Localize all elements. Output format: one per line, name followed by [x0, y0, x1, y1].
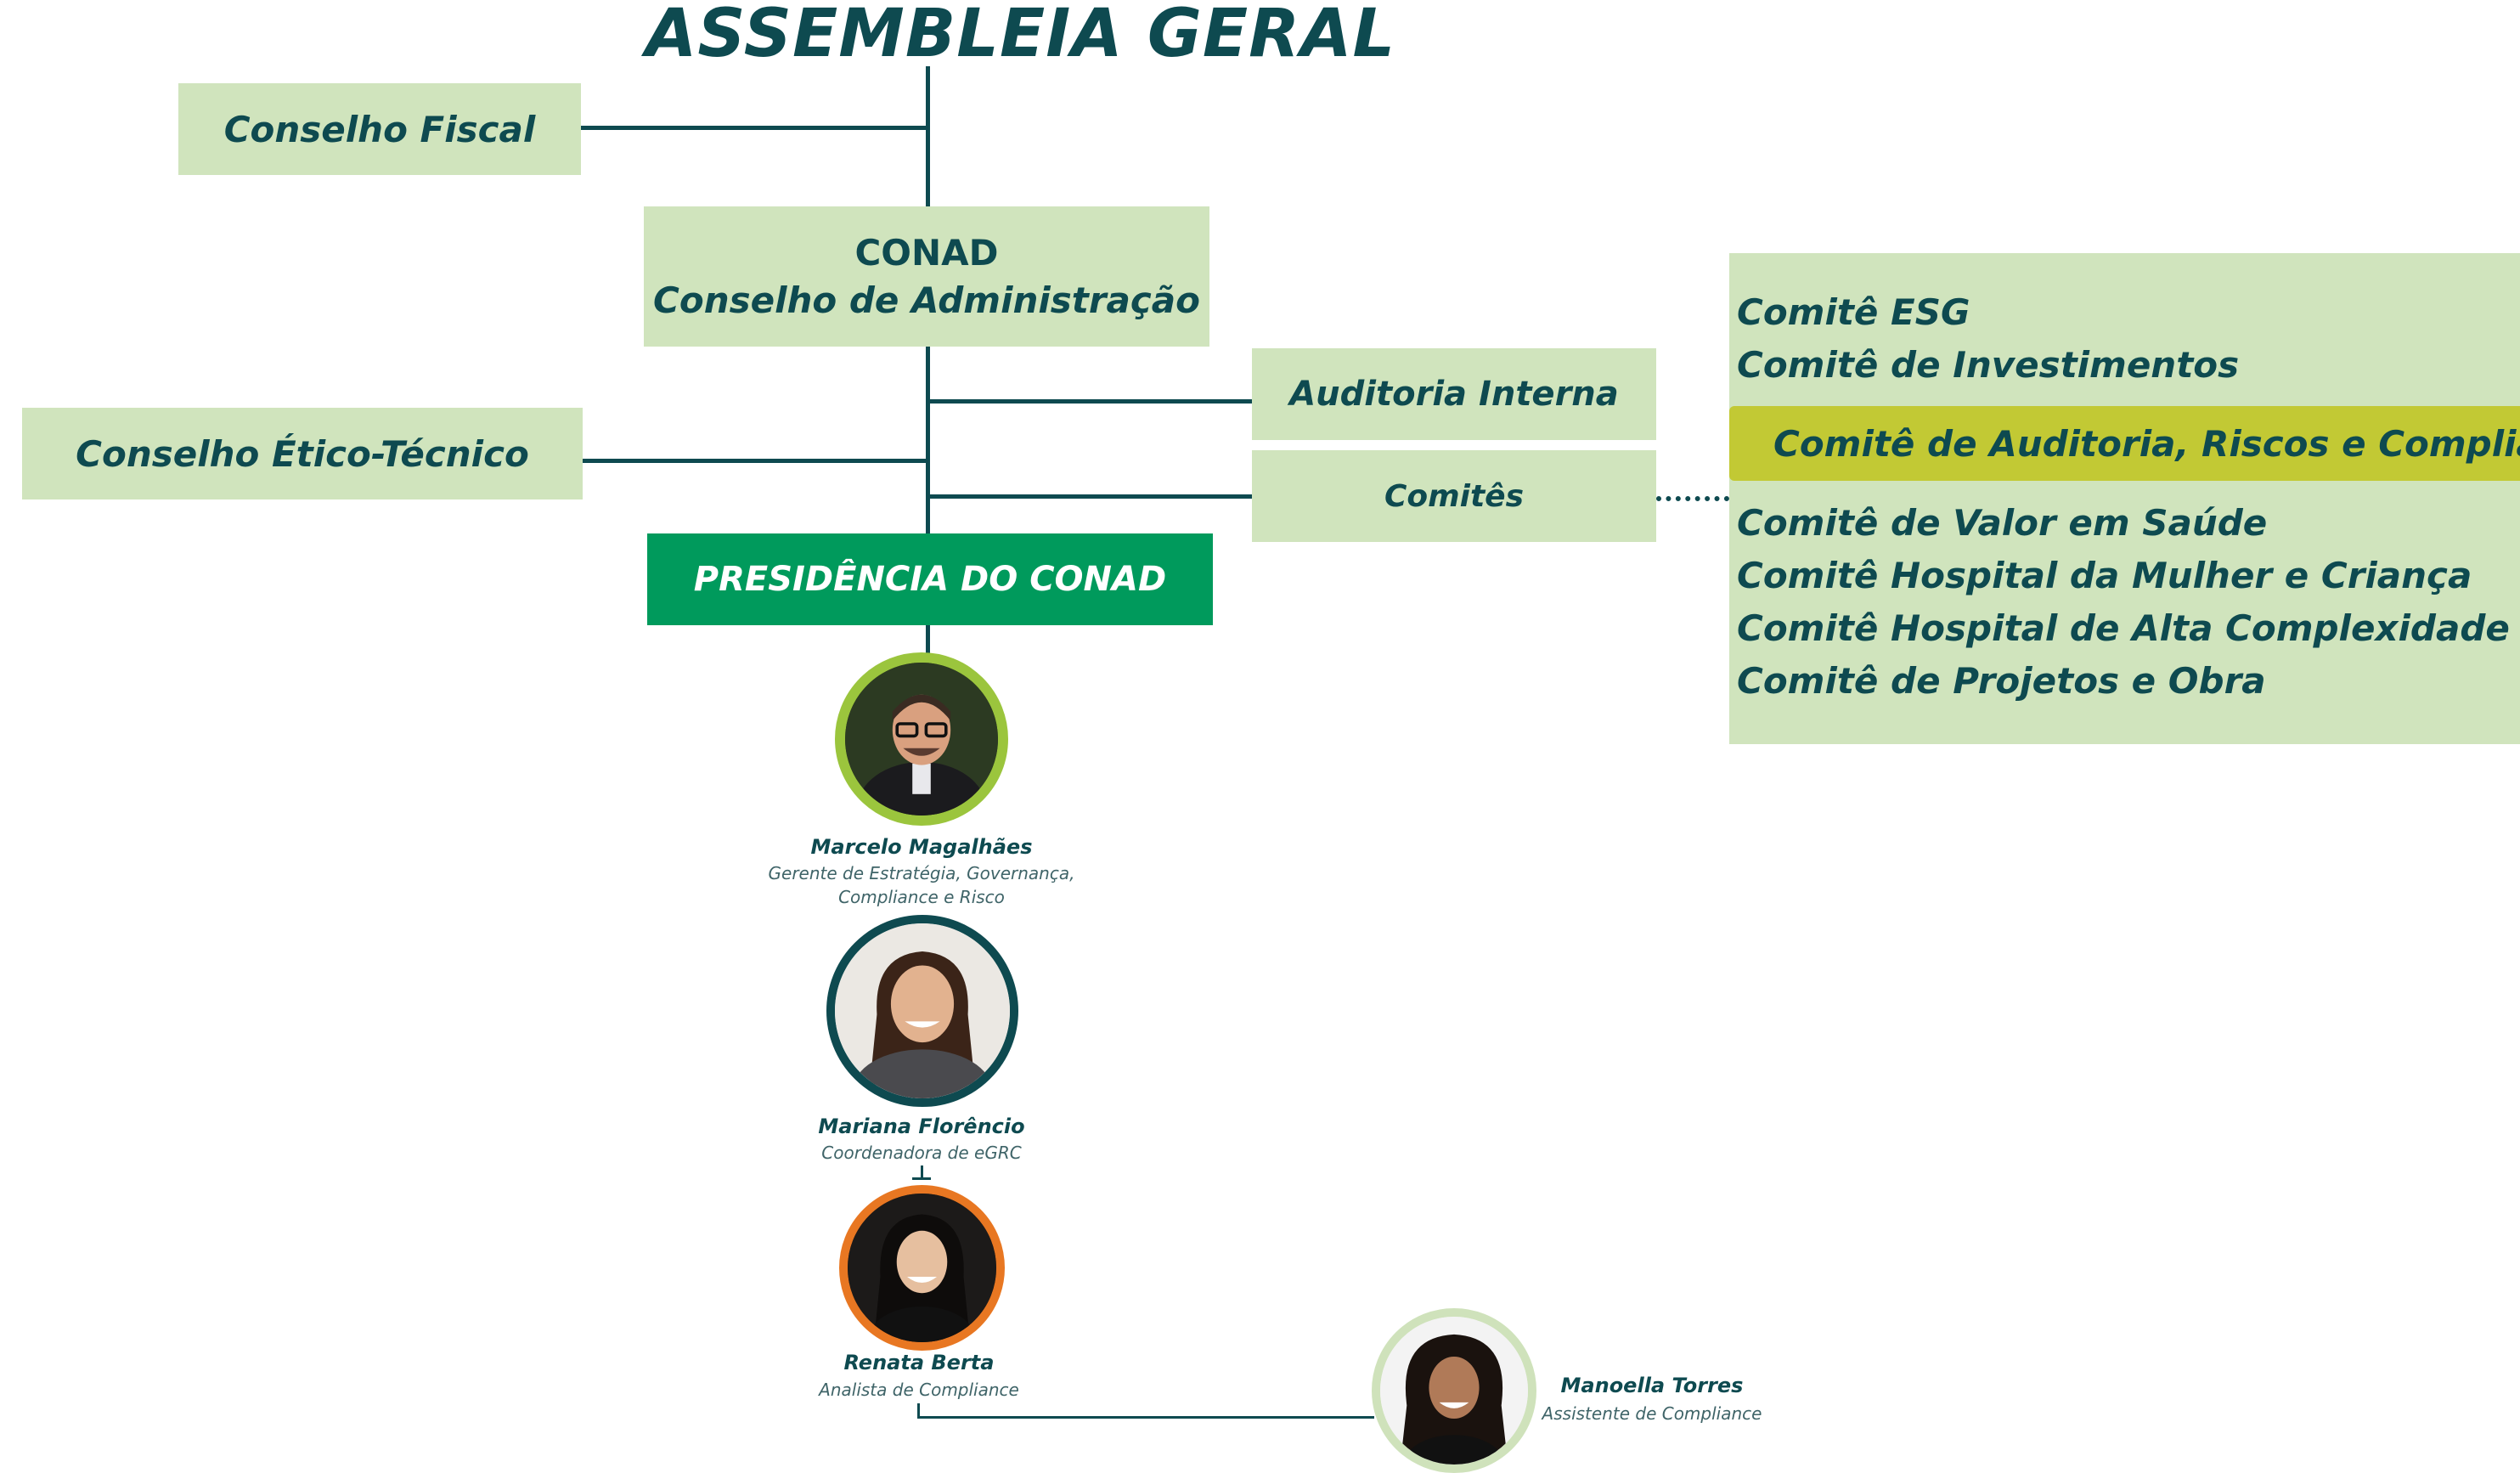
connector-auditoria — [927, 399, 1252, 404]
person-photo-icon — [845, 663, 998, 816]
person-role: Compliance e Risco — [838, 887, 1005, 907]
presidencia-box: PRESIDÊNCIA DO CONAD — [647, 533, 1213, 625]
conselho-fiscal-label: Conselho Fiscal — [223, 108, 536, 150]
connector-mariana-renata-tick — [912, 1177, 931, 1180]
auditoria-interna-box: Auditoria Interna — [1252, 348, 1656, 440]
committee-item: Comitê de Investimentos — [1737, 344, 2240, 386]
diagram-title: ASSEMBLEIA GERAL — [646, 0, 1396, 72]
committee-item: Comitê de Projetos e Obra — [1737, 660, 2266, 702]
conselho-etico-label: Conselho Ético-Técnico — [76, 432, 529, 475]
avatar-marcelo — [835, 652, 1008, 826]
avatar-mariana — [826, 915, 1018, 1107]
connector-comites — [927, 494, 1252, 499]
conad-full-label: Conselho de Administração — [653, 279, 1200, 321]
committee-highlight — [1729, 406, 2520, 481]
connector-fiscal — [581, 126, 927, 130]
comites-box: Comitês — [1252, 450, 1656, 542]
presidencia-label: PRESIDÊNCIA DO CONAD — [693, 560, 1167, 599]
comites-label: Comitês — [1384, 478, 1525, 514]
avatar-renata — [839, 1185, 1005, 1351]
conselho-etico-box: Conselho Ético-Técnico — [22, 408, 583, 499]
connector-main-top — [926, 66, 930, 206]
connector-etico — [581, 459, 927, 463]
person-role: Gerente de Estratégia, Governança, — [768, 863, 1075, 883]
connector-presidencia-down — [926, 625, 930, 656]
committee-item-highlighted: Comitê de Auditoria, Riscos e Compliance — [1773, 423, 2520, 465]
committees-panel — [1729, 253, 2520, 744]
person-role: Assistente de Compliance — [1542, 1403, 1762, 1424]
person-role: Coordenadora de eGRC — [821, 1143, 1022, 1163]
connector-main-middle — [926, 347, 930, 535]
person-name: Mariana Florêncio — [818, 1115, 1025, 1138]
connector-mariana-renata — [921, 1165, 923, 1179]
committee-item: Comitê Hospital da Mulher e Criança — [1737, 555, 2472, 596]
connector-comites-dotted — [1656, 496, 1729, 501]
conad-abbr-label: CONAD — [854, 231, 999, 274]
conad-box: CONAD Conselho de Administração — [644, 206, 1209, 347]
person-photo-icon — [835, 923, 1010, 1098]
person-photo-icon — [848, 1194, 996, 1342]
committee-item: Comitê de Valor em Saúde — [1737, 502, 2268, 544]
person-photo-icon — [1380, 1317, 1528, 1465]
committee-item: Comitê ESG — [1737, 291, 1970, 333]
connector-renata-down — [917, 1403, 920, 1419]
conselho-fiscal-box: Conselho Fiscal — [178, 83, 581, 175]
auditoria-interna-label: Auditoria Interna — [1289, 375, 1619, 414]
person-role: Analista de Compliance — [819, 1380, 1019, 1400]
committee-item: Comitê Hospital de Alta Complexidade — [1737, 607, 2510, 649]
person-name: Manoella Torres — [1560, 1374, 1744, 1397]
connector-renata-manoella — [917, 1416, 1374, 1419]
person-name: Marcelo Magalhães — [810, 835, 1033, 859]
person-name: Renata Berta — [843, 1351, 995, 1374]
